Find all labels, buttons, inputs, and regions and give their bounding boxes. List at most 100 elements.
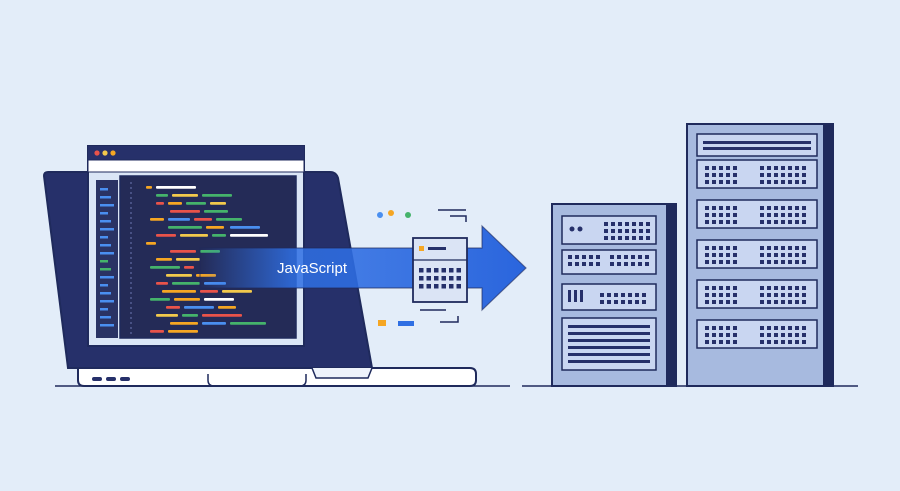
vent-cell (614, 300, 618, 304)
vent-cell (760, 326, 764, 330)
laptop-led-1 (92, 377, 102, 381)
vent-cell (760, 300, 764, 304)
vent-cell (774, 300, 778, 304)
data-packet-icon (412, 237, 468, 303)
code-token (156, 314, 178, 317)
code-token (170, 210, 200, 213)
power-led (569, 226, 575, 232)
code-token (166, 306, 180, 309)
vent-cell (617, 255, 621, 259)
vent-cell (726, 206, 730, 210)
vent-cell (760, 166, 764, 170)
code-token (168, 330, 198, 333)
code-token (230, 322, 266, 325)
vent-cell (719, 173, 723, 177)
louvre (568, 353, 650, 356)
laptop-led-2 (106, 377, 116, 381)
particle-dot-green (405, 212, 411, 218)
vent-cell (596, 262, 600, 266)
packet-cell (426, 284, 431, 289)
vent-cell (600, 293, 604, 297)
vent-cell (788, 253, 792, 257)
server-rack-icon (551, 203, 677, 387)
vent-cell (604, 229, 608, 233)
vent-cell (719, 213, 723, 217)
vent-cell (781, 166, 785, 170)
particle-bar-blue (398, 321, 414, 326)
vent-cell (625, 229, 629, 233)
sidebar-line (100, 204, 114, 207)
vent-cell (705, 300, 709, 304)
vent-cell (802, 293, 806, 297)
vent-cell (788, 260, 792, 264)
vent-cell (788, 213, 792, 217)
code-token (202, 194, 232, 197)
vent-cell (733, 173, 737, 177)
vent-cell (760, 260, 764, 264)
vent-cell (795, 333, 799, 337)
vent-cell (774, 326, 778, 330)
particle-square-orange (378, 320, 386, 326)
code-token (180, 234, 208, 237)
vent-cell (639, 229, 643, 233)
vent-cell (712, 220, 716, 224)
vent-cell (781, 253, 785, 257)
server-rack-icon (686, 123, 834, 387)
vent-cell (705, 180, 709, 184)
vent-cell (802, 206, 806, 210)
editor-tab-strip (87, 159, 305, 173)
vent-cell (589, 255, 593, 259)
packet-cell (456, 268, 461, 273)
vent-cell (639, 222, 643, 226)
packet-accent (419, 246, 424, 251)
vent-cell (705, 206, 709, 210)
vent-cell (795, 260, 799, 264)
vent-cell (802, 333, 806, 337)
packet-cell (449, 276, 454, 281)
vent-cell (795, 180, 799, 184)
code-token (172, 282, 200, 285)
vent-cell (646, 236, 650, 240)
vent-cell (638, 262, 642, 266)
vent-cell (802, 246, 806, 250)
vent-cell (618, 236, 622, 240)
code-token (230, 234, 268, 237)
code-token (206, 226, 224, 229)
vent-cell (733, 300, 737, 304)
vent-cell (600, 300, 604, 304)
vent-cell (611, 222, 615, 226)
vent-cell (628, 300, 632, 304)
vent-cell (788, 326, 792, 330)
vent-cell (788, 180, 792, 184)
vent-cell (774, 166, 778, 170)
code-token (146, 242, 156, 245)
vent-cell (726, 340, 730, 344)
vent-cell (767, 206, 771, 210)
code-token (230, 226, 260, 229)
vent-cell (788, 206, 792, 210)
vent-cell (781, 180, 785, 184)
vent-cell (712, 180, 716, 184)
vent-cell (726, 180, 730, 184)
vent-cell (767, 340, 771, 344)
vent-cell (774, 173, 778, 177)
sidebar-line (100, 324, 114, 327)
vent-cell (705, 293, 709, 297)
packet-cell (449, 268, 454, 273)
vent-cell (788, 220, 792, 224)
vent-cell (760, 180, 764, 184)
code-token (184, 306, 214, 309)
vent-cell (795, 166, 799, 170)
vent-cell (760, 253, 764, 257)
vent-cell (788, 173, 792, 177)
vent-cell (719, 286, 723, 290)
code-token (176, 258, 200, 261)
vent-cell (802, 300, 806, 304)
louvre (703, 141, 811, 144)
vent-cell (726, 300, 730, 304)
vent-cell (610, 262, 614, 266)
vent-cell (705, 333, 709, 337)
vent-cell (719, 326, 723, 330)
vent-cell (635, 300, 639, 304)
server-tall-units (696, 133, 818, 349)
